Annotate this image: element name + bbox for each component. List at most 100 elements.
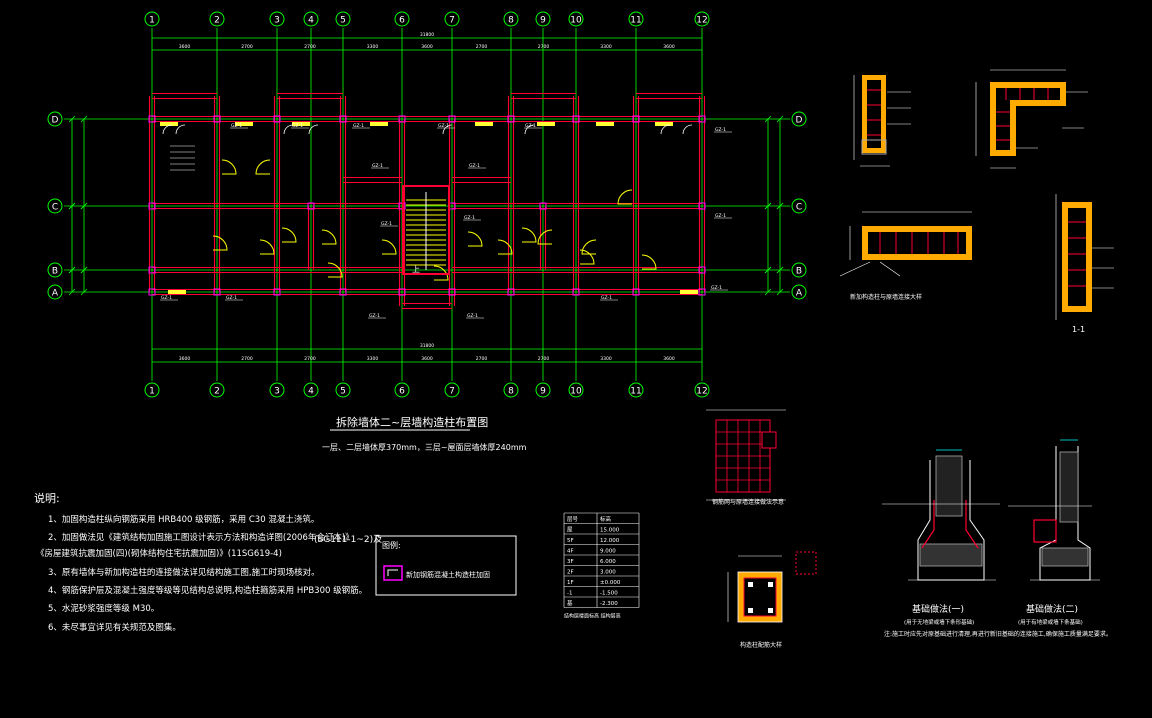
column-tag: GZ-1	[161, 295, 172, 301]
axis-label-4: 4	[308, 387, 314, 397]
axis-bubble	[47, 284, 63, 300]
column-tag: GZ-1	[353, 123, 364, 129]
stair: 上	[402, 185, 450, 275]
table-cell: 6.000	[600, 559, 616, 565]
column-marker	[339, 115, 347, 123]
axis-bubble	[444, 382, 460, 398]
window	[370, 122, 388, 126]
axis-bubble	[394, 382, 410, 398]
plan-subtitle: 一层、二层墙体厚370mm，三层~屋面层墙体厚240mm	[322, 442, 527, 452]
column-tag: GZ-1	[469, 163, 480, 169]
column-marker	[698, 266, 706, 274]
axis-label-8: 8	[508, 16, 514, 26]
axis-bubble	[47, 198, 63, 214]
axis-label-1: 1	[149, 16, 155, 26]
axis-bubble	[269, 382, 285, 398]
dimension-total-top: 31800	[420, 32, 434, 38]
table-cell: -1.500	[600, 591, 618, 597]
window	[475, 122, 493, 126]
column-marker	[698, 202, 706, 210]
table-cell: 屋	[567, 527, 573, 534]
axis-bubble	[47, 262, 63, 278]
foundation-1-sub: (用于无地梁或墙下条形基础)	[904, 618, 974, 626]
note-item: 5、水泥砂浆强度等级 M30。	[48, 603, 159, 614]
column-tag: GZ-1	[715, 127, 726, 133]
table-cell: 12.000	[600, 538, 620, 544]
column-marker	[507, 115, 515, 123]
axis-label-5: 5	[340, 16, 346, 26]
door-swing-small	[682, 124, 693, 135]
dimension-bay-top: 3600	[663, 44, 675, 50]
column-tag: GZ-1	[715, 213, 726, 219]
axis-bubble	[503, 11, 519, 27]
column-marker	[698, 288, 706, 296]
axis-bubble	[303, 11, 319, 27]
column-tag: GZ-1	[467, 313, 478, 319]
dimension-bay-top: 3300	[367, 44, 379, 50]
note-item: 3、原有墙体与新加构造柱的连接做法详见结构施工图,施工时现场核对。	[48, 567, 320, 578]
axis-label-2: 2	[214, 16, 220, 26]
axis-bubble	[335, 11, 351, 27]
table-cell: -1	[567, 591, 572, 597]
column-tag: GZ-1	[372, 163, 383, 169]
axis-bubble	[144, 382, 160, 398]
axis-bubble	[535, 382, 551, 398]
door-swing	[327, 262, 343, 278]
column-marker	[572, 288, 580, 296]
column-marker	[448, 288, 456, 296]
axis-bubble	[394, 11, 410, 27]
axis-label-D: D	[52, 116, 59, 126]
axis-bubble	[47, 111, 63, 127]
column-marker	[148, 202, 156, 210]
column-marker	[339, 288, 347, 296]
window	[537, 122, 555, 126]
door-swing-small	[175, 124, 186, 135]
table-cell: ±0.000	[600, 580, 621, 586]
axis-bubble	[628, 382, 644, 398]
axis-label-3: 3	[274, 16, 280, 26]
foundation-2-sub: (用于有地梁或墙下条基础)	[1018, 618, 1083, 626]
dimension-bay-bottom: 2700	[538, 356, 550, 362]
column-marker	[148, 266, 156, 274]
axis-label-7: 7	[449, 16, 455, 26]
dimension-bay-top: 3600	[421, 44, 433, 50]
dimension-bay-bottom: 3300	[367, 356, 379, 362]
foundation-1-title: 基础做法(一)	[912, 603, 964, 615]
axis-bubble	[791, 198, 807, 214]
legend-item-label: 新加钢筋混凝土构造柱加固	[406, 570, 490, 579]
axis-bubble	[568, 11, 584, 27]
note-item: 1、加固构造柱纵向钢筋采用 HRB400 级钢筋，采用 C30 混凝土浇筑。	[48, 514, 319, 525]
axis-label-12: 12	[696, 16, 707, 26]
table-cell: 3F	[567, 559, 574, 565]
column-marker	[632, 288, 640, 296]
column-marker	[213, 288, 221, 296]
door-swing	[641, 254, 657, 270]
axis-label-10: 10	[570, 387, 582, 397]
column-tag: GZ-1	[231, 123, 242, 129]
axis-bubble	[444, 11, 460, 27]
door-swing	[433, 265, 449, 281]
door-swing	[537, 229, 553, 245]
dimension-bay-bottom: 2700	[476, 356, 488, 362]
axis-label-B: B	[796, 267, 802, 277]
column-marker	[148, 115, 156, 123]
column-marker	[698, 115, 706, 123]
column-marker	[398, 288, 406, 296]
door-swing	[467, 231, 483, 247]
dimension-bay-bottom: 3600	[421, 356, 433, 362]
column-tag: GZ-1	[226, 295, 237, 301]
door-swing	[497, 239, 513, 255]
column-tag: GZ-1	[601, 295, 612, 301]
axis-label-2: 2	[214, 387, 220, 397]
door-swing-small	[524, 124, 535, 135]
window	[235, 122, 253, 126]
dimension-bay-top: 3300	[600, 44, 612, 50]
dimension-bay-bottom: 2700	[304, 356, 316, 362]
axis-bubble	[628, 11, 644, 27]
window	[168, 290, 186, 294]
door-swing-small	[308, 124, 319, 135]
column-marker	[398, 115, 406, 123]
door-swing	[581, 239, 597, 255]
table-cell: 4F	[567, 549, 574, 555]
